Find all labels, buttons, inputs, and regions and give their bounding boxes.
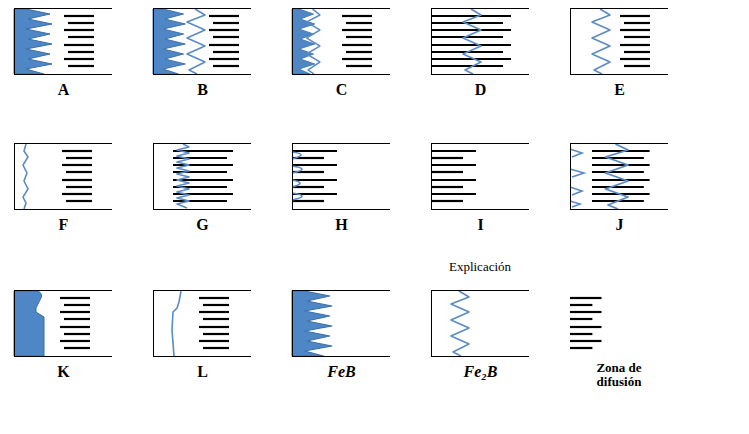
panel-label: B [148, 81, 257, 99]
panel-h [292, 151, 337, 201]
panel-a: A [14, 8, 112, 75]
panel-i: I [431, 143, 529, 210]
panel-j: J [570, 143, 668, 210]
panel-f: F [14, 143, 112, 210]
panel-label: Zona de difusión [574, 361, 664, 390]
panel-h: H [292, 143, 390, 210]
panel-label: H [287, 216, 396, 234]
panel-c: C [292, 8, 390, 75]
panel-label: K [9, 363, 118, 381]
panel-c [292, 9, 372, 74]
panel-b [153, 9, 239, 74]
panel-feb: FeB [292, 290, 390, 357]
panel-l [172, 291, 229, 356]
panel-label: I [426, 216, 535, 234]
panel-l: L [153, 290, 251, 357]
panel-diffusion-zone: Zona de difusión [570, 290, 668, 357]
panel-label: G [148, 216, 257, 234]
panel-label: A [9, 81, 118, 99]
panel-f [23, 144, 92, 209]
panel-label: E [565, 81, 674, 99]
panel-a [14, 9, 94, 74]
panel-d: D [431, 8, 529, 75]
panel-diffusion-zone [570, 298, 602, 348]
panel-d [431, 9, 511, 74]
panel-label: C [287, 81, 396, 99]
panel-label: D [426, 81, 535, 99]
panel-label: J [565, 216, 674, 234]
panel-j [570, 144, 650, 209]
panel-label: F [9, 216, 118, 234]
panel-i [431, 151, 476, 201]
panel-feb [292, 291, 332, 356]
panel-k: K [14, 290, 112, 357]
panel-e: E [570, 8, 668, 75]
panel-g: G [153, 143, 251, 210]
panel-label: Fe₂B [426, 363, 535, 381]
panel-label: FeB [287, 363, 396, 381]
panel-label: L [148, 363, 257, 381]
panel-fe2b [451, 291, 469, 356]
panel-g [173, 144, 233, 208]
section-label: Explicación [411, 259, 549, 275]
panel-e [592, 9, 650, 74]
panel-b: B [153, 8, 251, 75]
panel-fe2b: Fe₂B [431, 290, 529, 357]
panel-k [14, 291, 90, 356]
